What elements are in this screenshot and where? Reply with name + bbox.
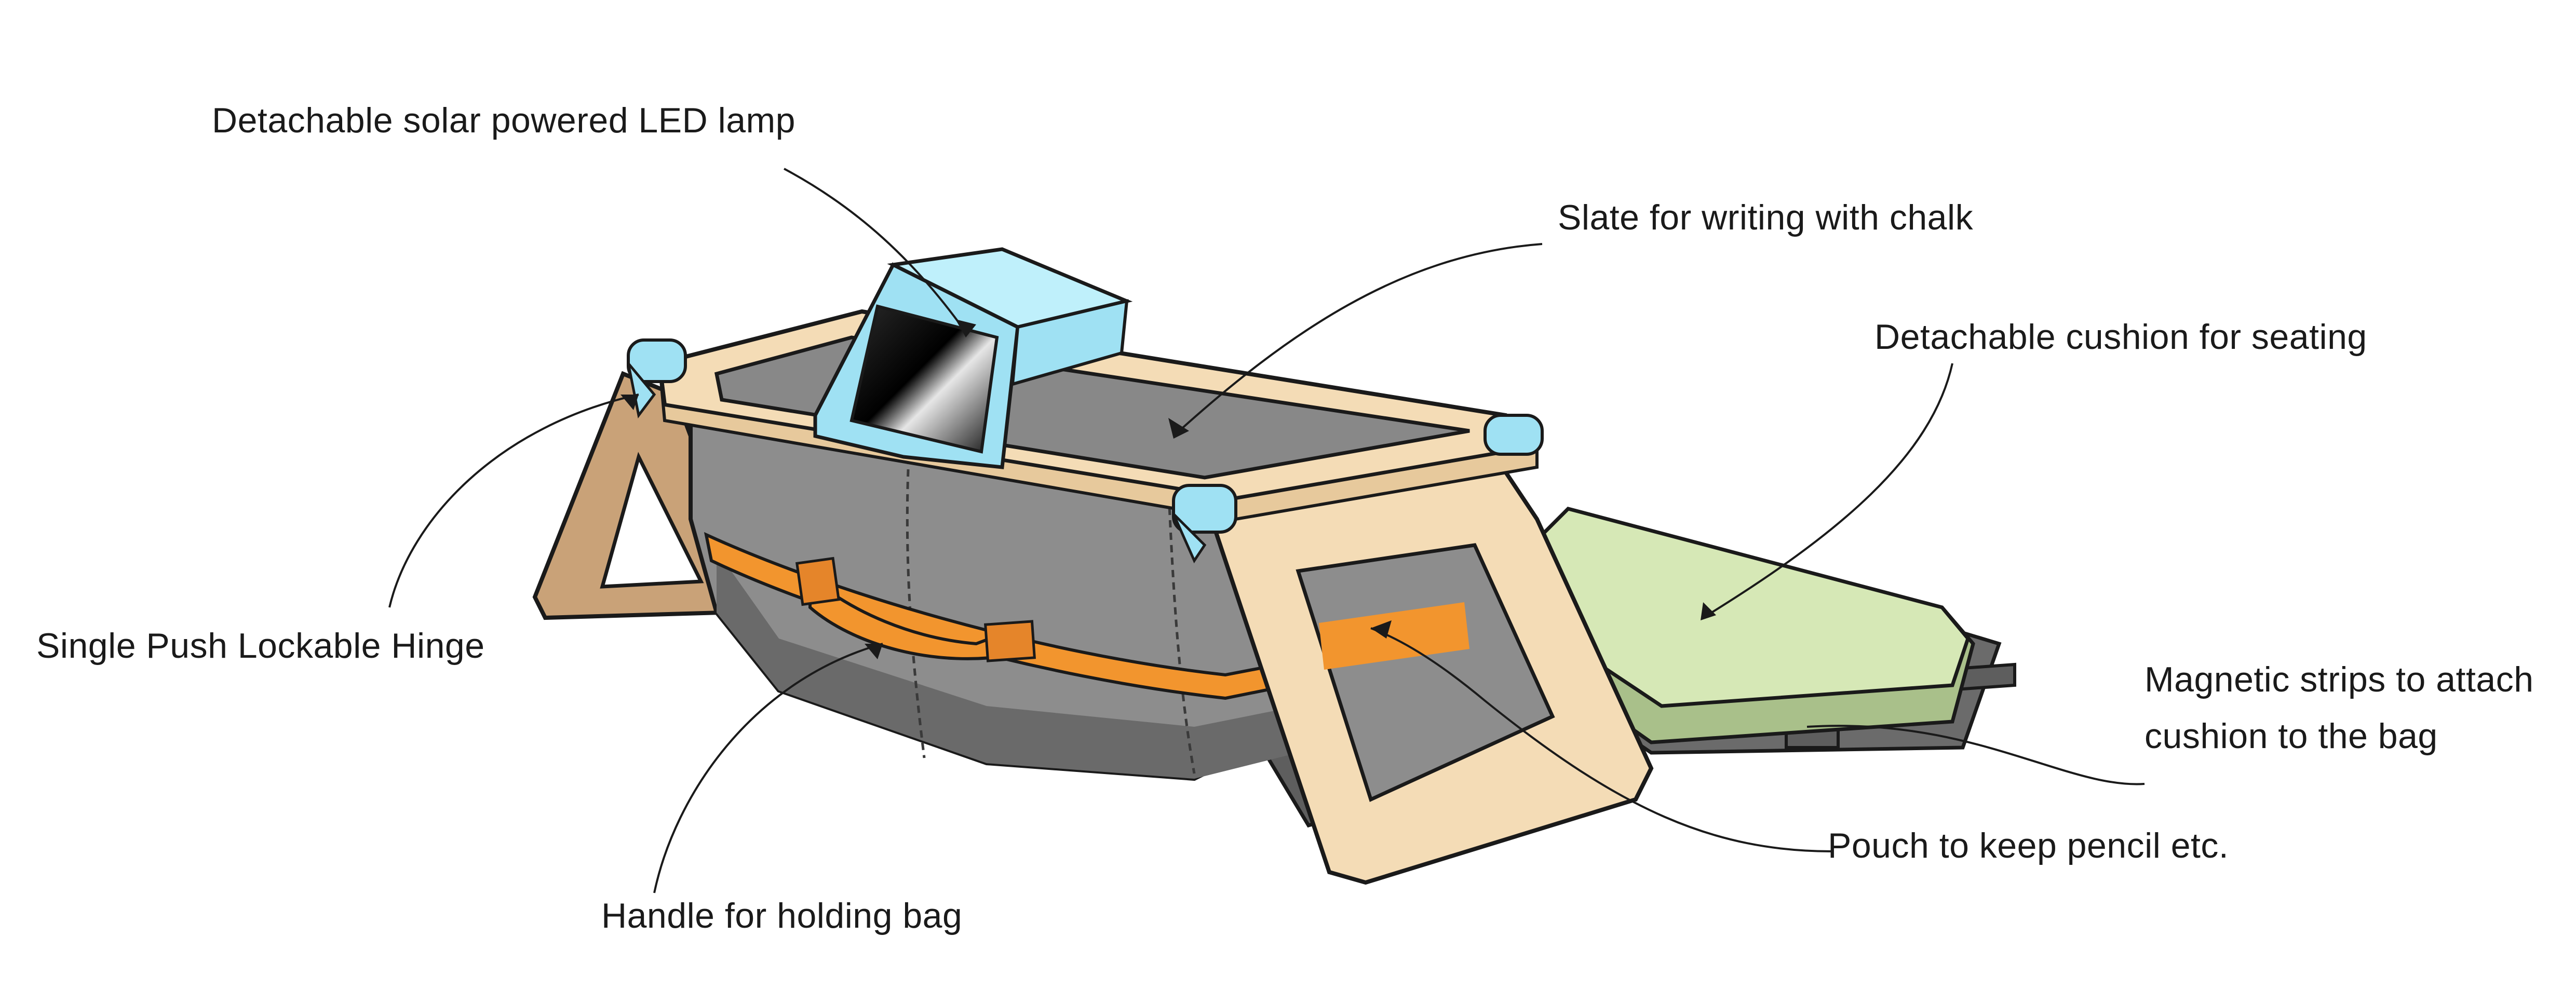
callout-handle-text: Handle for holding bag xyxy=(601,888,962,944)
callout-lamp: Detachable solar powered LED lamp xyxy=(212,92,795,149)
callout-pouch: Pouch to keep pencil etc. xyxy=(1828,818,2229,874)
callout-cushion-text: Detachable cushion for seating xyxy=(1874,309,2367,365)
callout-hinge-text: Single Push Lockable Hinge xyxy=(36,618,485,674)
callout-slate-text: Slate for writing with chalk xyxy=(1558,189,1973,246)
callout-hinge: Single Push Lockable Hinge xyxy=(36,618,485,674)
callout-slate: Slate for writing with chalk xyxy=(1558,189,1973,246)
callout-magnetic-line1: Magnetic strips to attach xyxy=(2145,652,2534,708)
callout-magnetic-strips: Magnetic strips to attach cushion to the… xyxy=(2145,652,2534,765)
callout-magnetic-line2: cushion to the bag xyxy=(2145,708,2534,765)
callout-lamp-text: Detachable solar powered LED lamp xyxy=(212,92,795,149)
callout-pouch-text: Pouch to keep pencil etc. xyxy=(1828,818,2229,874)
callout-cushion: Detachable cushion for seating xyxy=(1874,309,2367,365)
callout-handle: Handle for holding bag xyxy=(601,888,962,944)
